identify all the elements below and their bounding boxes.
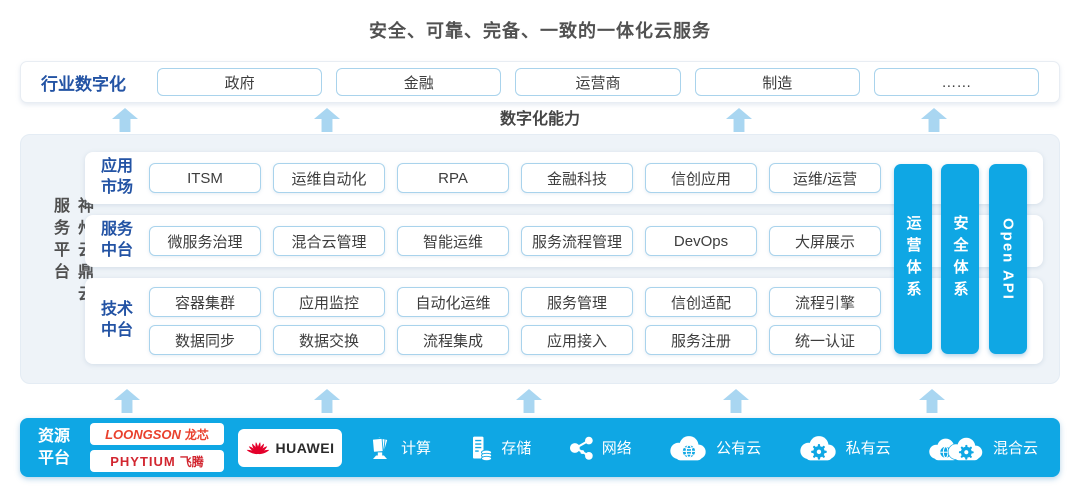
page-title: 安全、可靠、完备、一致的一体化云服务 xyxy=(369,21,711,41)
huawei-logo-text: HUAWEI xyxy=(275,439,335,456)
capability-box-service-mgmt: 服务管理 xyxy=(521,287,633,317)
resource-item-compute: 计算 xyxy=(366,434,431,462)
capability-box-flow-engine: 流程引擎 xyxy=(769,287,881,317)
digital-capability-label: 数字化能力 xyxy=(499,111,580,128)
capability-box-aiops: 智能运维 xyxy=(397,226,509,256)
resource-item-network: 网络 xyxy=(567,434,632,462)
capability-box-data-sync: 数据同步 xyxy=(149,325,261,355)
resource-item-hybrid-cloud: 混合云 xyxy=(926,433,1038,463)
capability-box-flow-integration: 流程集成 xyxy=(397,325,509,355)
service-platform-label: 服务中台 xyxy=(100,221,133,259)
industry-item-government: 政府 xyxy=(157,68,323,96)
cloud-platform-panel: 神州云鼎云服务平台 应用市场 ITSM 运维自动化 RPA 金融科技 信创应用 … xyxy=(20,134,1060,384)
capability-box-data-exchange: 数据交换 xyxy=(273,325,385,355)
loongson-logo: LOONGSON 龙芯 xyxy=(90,423,224,445)
capability-box-itsm: ITSM xyxy=(149,163,261,193)
resource-item-label: 私有云 xyxy=(845,440,891,457)
up-arrow-icon xyxy=(314,389,340,413)
capability-box-auto-ops: 自动化运维 xyxy=(397,287,509,317)
up-arrow-icon xyxy=(114,389,140,413)
capability-box-app-access: 应用接入 xyxy=(521,325,633,355)
capability-box-hybrid-mgmt: 混合云管理 xyxy=(273,226,385,256)
resource-item-private-cloud: 私有云 xyxy=(797,433,891,463)
capability-box-fintech: 金融科技 xyxy=(521,163,633,193)
capability-box-dashboard: 大屏展示 xyxy=(769,226,881,256)
capability-box-ops: 运维/运营 xyxy=(769,163,881,193)
tech-platform-label: 技术中台 xyxy=(100,301,133,339)
resource-item-label: 公有云 xyxy=(716,440,762,457)
industry-bar-label: 行业数字化 xyxy=(41,74,126,94)
resource-item-public-cloud: 公有云 xyxy=(667,433,761,463)
pillar-open-api: Open API xyxy=(989,164,1027,354)
app-market-row: 应用市场 ITSM 运维自动化 RPA 金融科技 信创应用 运维/运营 xyxy=(85,152,1043,204)
capability-box-service-registry: 服务注册 xyxy=(645,325,757,355)
capability-box-rpa: RPA xyxy=(397,163,509,193)
phytium-logo-text: PHYTIUM xyxy=(110,453,176,469)
compute-icon xyxy=(366,434,394,462)
phytium-logo: PHYTIUM 飞腾 xyxy=(90,450,224,472)
capability-box-unified-auth: 统一认证 xyxy=(769,325,881,355)
industry-item-finance: 金融 xyxy=(336,68,502,96)
resource-platform-label: 资源平台 xyxy=(38,427,71,467)
resource-item-label: 混合云 xyxy=(992,440,1038,457)
resource-item-label: 网络 xyxy=(601,440,632,457)
up-arrow-icon xyxy=(723,389,749,413)
industry-item-manufacturing: 制造 xyxy=(694,68,860,96)
resource-platform-bar: 资源平台 LOONGSON 龙芯 PHYTIUM 飞腾 xyxy=(20,418,1060,477)
resource-item-label: 存储 xyxy=(501,440,532,457)
phytium-logo-cn: 飞腾 xyxy=(179,454,204,469)
pillar-security-system: 安全体系 xyxy=(941,164,979,354)
service-platform-row: 服务中台 微服务治理 混合云管理 智能运维 服务流程管理 DevOps 大屏展示 xyxy=(85,215,1043,267)
capability-box-app-monitor: 应用监控 xyxy=(273,287,385,317)
resource-item-storage: 存储 xyxy=(466,434,531,462)
capability-box-devops: DevOps xyxy=(645,226,757,256)
tech-platform-row: 技术中台 容器集群 应用监控 自动化运维 服务管理 信创适配 流程引擎 数据同步… xyxy=(85,278,1043,364)
capability-box-service-flow: 服务流程管理 xyxy=(521,226,633,256)
app-market-label: 应用市场 xyxy=(100,158,133,196)
capability-box-microservice: 微服务治理 xyxy=(149,226,261,256)
network-icon xyxy=(567,434,595,462)
capability-box-xinchuang-app: 信创应用 xyxy=(645,163,757,193)
resource-item-label: 计算 xyxy=(401,440,432,457)
industry-item-operator: 运营商 xyxy=(515,68,681,96)
storage-icon xyxy=(466,434,494,462)
capability-box-container: 容器集群 xyxy=(149,287,261,317)
up-arrow-icon xyxy=(919,389,945,413)
capability-box-ops-automation: 运维自动化 xyxy=(273,163,385,193)
pillar-operation-system: 运营体系 xyxy=(894,164,932,354)
industry-bar: 行业数字化 政府 金融 运营商 制造 …… xyxy=(20,61,1060,103)
huawei-logo: HUAWEI xyxy=(238,428,342,467)
hybrid-cloud-icon xyxy=(926,433,986,463)
loongson-logo-cn: 龙芯 xyxy=(184,427,209,442)
capability-box-xinchuang-adapt: 信创适配 xyxy=(645,287,757,317)
huawei-flower-icon xyxy=(246,434,270,461)
industry-item-more: …… xyxy=(873,68,1040,96)
cpu-vendor-logos: LOONGSON 龙芯 PHYTIUM 飞腾 xyxy=(90,423,224,472)
up-arrow-icon xyxy=(516,389,542,413)
private-cloud-icon xyxy=(797,433,839,463)
resource-items: 计算 存储 xyxy=(356,433,1044,463)
loongson-logo-text: LOONGSON xyxy=(105,426,181,442)
public-cloud-icon xyxy=(667,433,709,463)
